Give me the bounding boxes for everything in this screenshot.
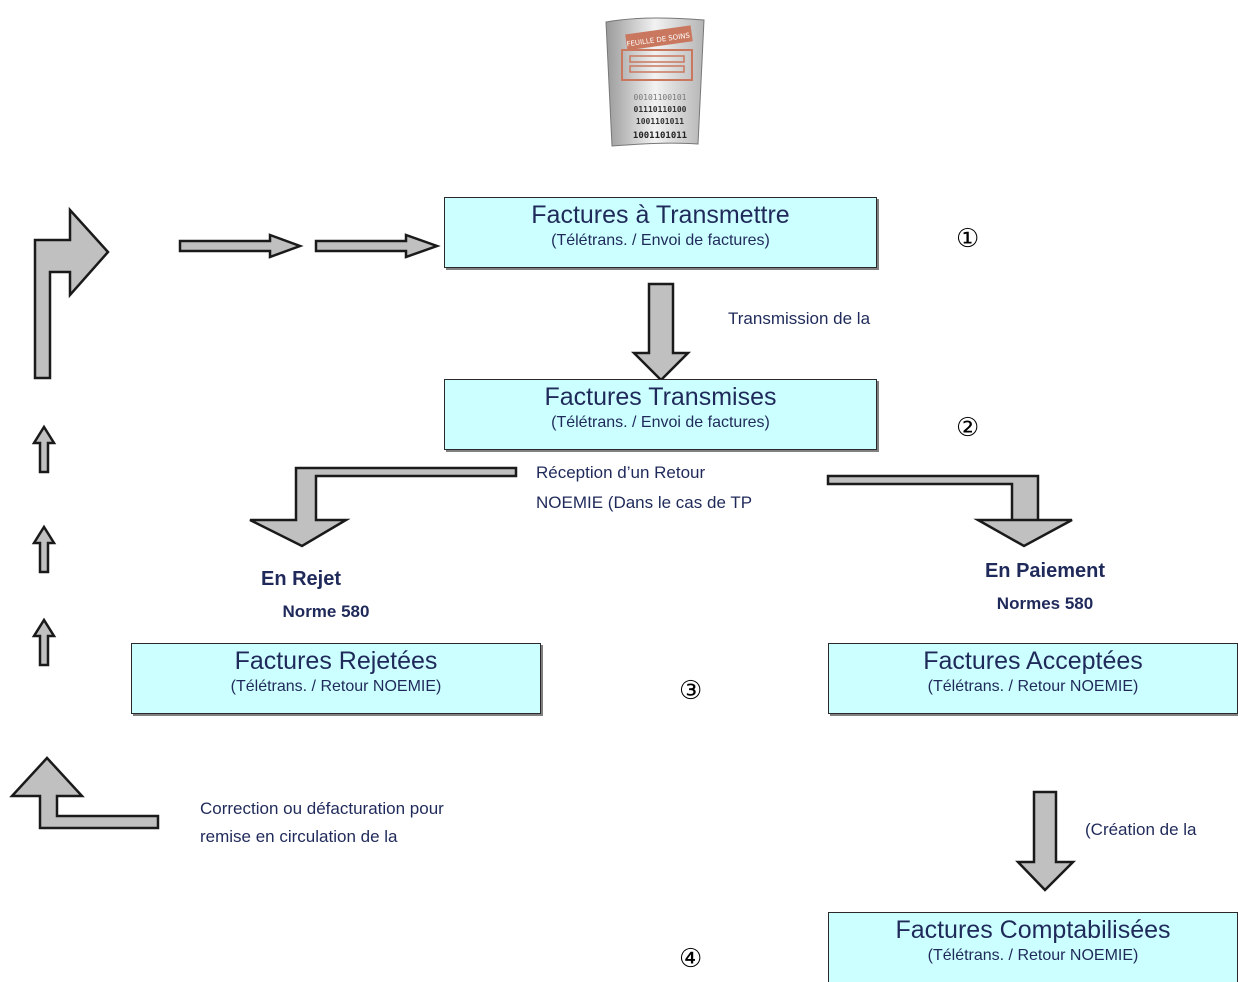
left-branch-arrow	[249, 466, 518, 548]
step-number-1: ①	[956, 224, 980, 254]
binary-line: 1001101011	[636, 117, 684, 126]
up-arrow-small-1	[31, 424, 57, 474]
feuille-de-soins-image: FEUILLE DE SOINS 00101100101 01110110100…	[605, 17, 705, 147]
box-title: Factures Transmises	[544, 383, 777, 411]
down-arrow-creation	[1015, 790, 1077, 892]
box-title: Factures à Transmettre	[531, 201, 790, 229]
up-arrow-small-3	[31, 617, 57, 667]
label-creation: (Création de la	[1085, 820, 1197, 839]
box-factures-a-transmettre: Factures à Transmettre (Télétrans. / Env…	[444, 197, 877, 268]
box-factures-rejetees: Factures Rejetées (Télétrans. / Retour N…	[131, 643, 541, 714]
box-subtitle: (Télétrans. / Retour NOEMIE)	[927, 678, 1139, 695]
label-correction-line1: Correction ou défacturation pour	[200, 799, 444, 818]
box-factures-comptabilisees: Factures Comptabilisées (Télétrans. / Re…	[828, 912, 1238, 982]
box-subtitle: (Télétrans. / Retour NOEMIE)	[927, 947, 1139, 964]
box-subtitle: (Télétrans. / Envoi de factures)	[551, 232, 770, 249]
box-subtitle: (Télétrans. / Retour NOEMIE)	[230, 678, 442, 695]
up-arrow-small-2	[31, 524, 57, 574]
right-branch-arrow	[826, 474, 1073, 548]
branch-rejet-title: En Rejet	[260, 568, 342, 590]
branch-paiement-norm: Normes 580	[996, 594, 1094, 613]
box-title: Factures Rejetées	[234, 647, 438, 675]
label-reception-line1: Réception d’un Retour	[536, 463, 706, 482]
binary-line: 1001101011	[633, 131, 687, 141]
correction-bent-arrow	[9, 756, 160, 830]
right-arrow-1	[178, 233, 304, 259]
binary-line: 01110110100	[634, 105, 687, 114]
label-correction-line2: remise en circulation de la	[200, 827, 398, 846]
box-factures-acceptees: Factures Acceptées (Télétrans. / Retour …	[828, 643, 1238, 714]
loop-bent-arrow	[33, 206, 110, 380]
step-number-4: ④	[679, 944, 703, 974]
box-factures-transmises: Factures Transmises (Télétrans. / Envoi …	[444, 379, 877, 450]
step-number-2: ②	[956, 413, 980, 443]
step-number-3: ③	[679, 676, 703, 706]
down-arrow-transmission	[630, 282, 692, 382]
label-transmission: Transmission de la	[728, 309, 871, 328]
box-title: Factures Acceptées	[923, 647, 1143, 675]
branch-rejet-norm: Norme 580	[282, 602, 370, 621]
branch-paiement-title: En Paiement	[984, 560, 1106, 582]
box-subtitle: (Télétrans. / Envoi de factures)	[551, 414, 770, 431]
box-title: Factures Comptabilisées	[895, 916, 1171, 944]
label-reception-line2: NOEMIE (Dans le cas de TP	[536, 493, 753, 512]
binary-line: 00101100101	[634, 93, 687, 102]
right-arrow-2	[314, 233, 441, 259]
